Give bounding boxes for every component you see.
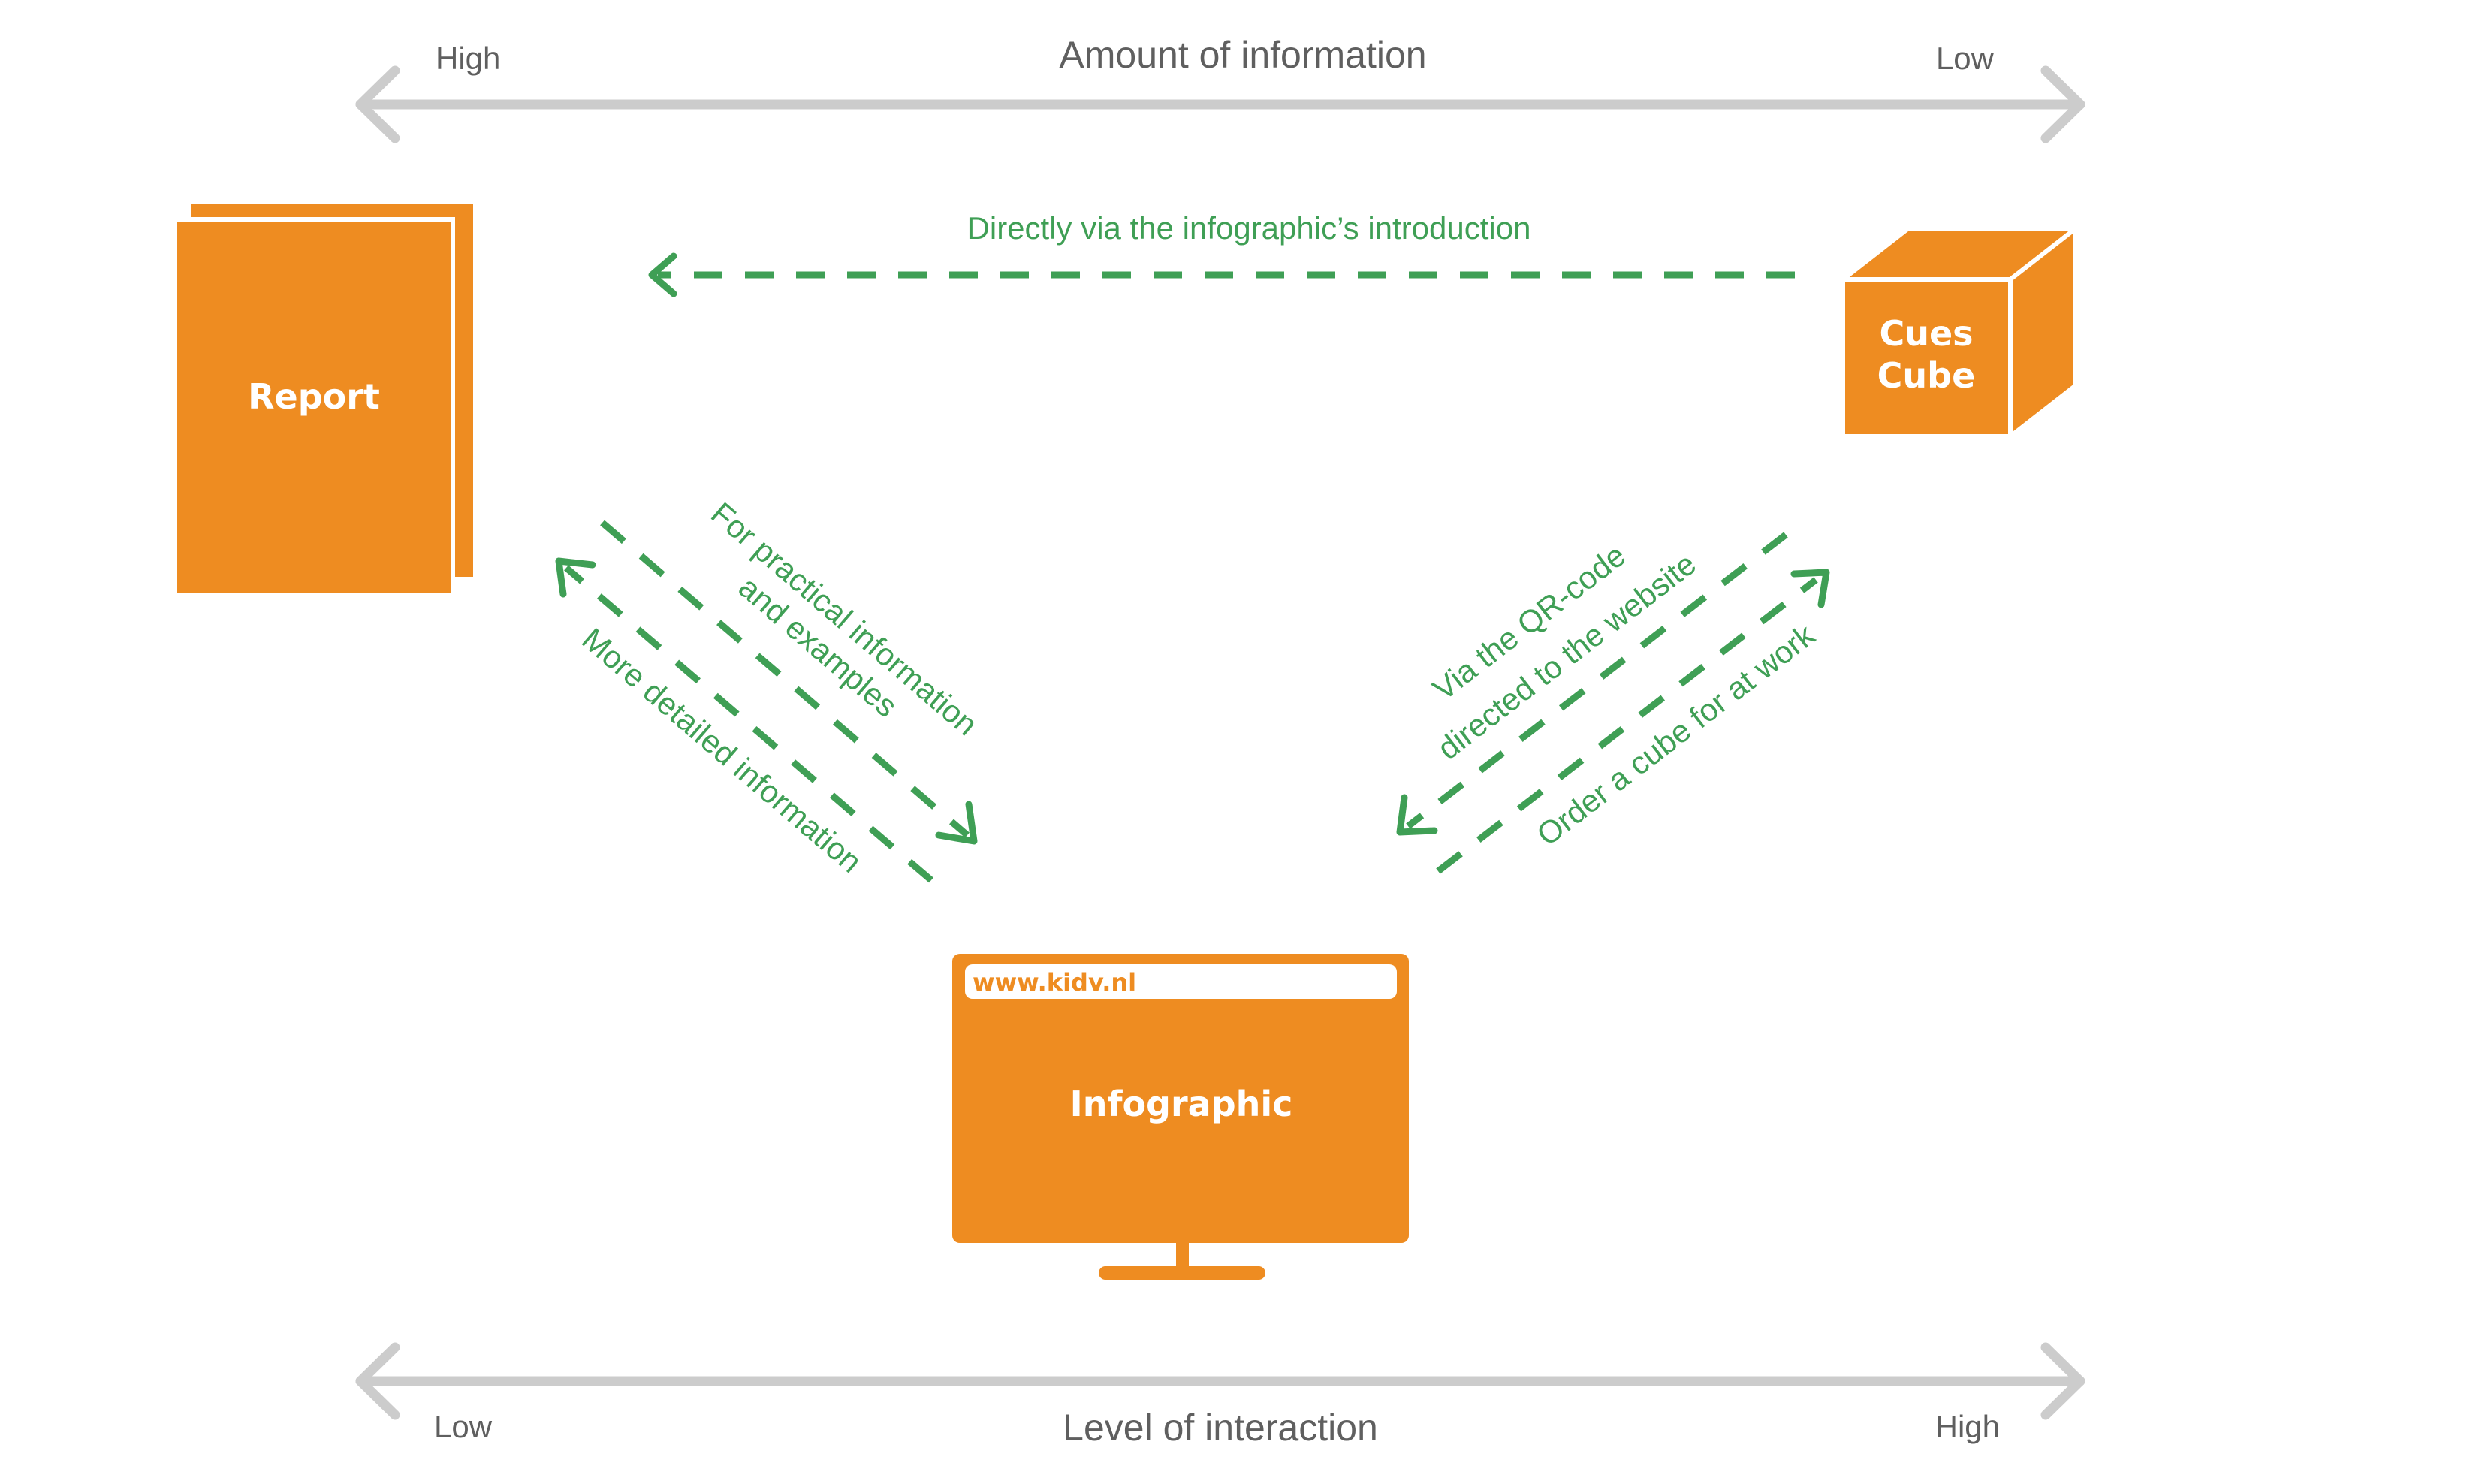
- bottom-axis-title: Level of interaction: [1063, 1407, 1378, 1449]
- cube-icon: [1841, 227, 2077, 439]
- flow-infographic-to-cube-line: [1436, 577, 1818, 874]
- flow-infographic-to-report-arrowhead: [555, 557, 596, 598]
- infographic-url: www.kidv.nl: [973, 968, 1136, 997]
- flow-cube-to-report-arrowhead: [648, 252, 677, 297]
- bottom-axis-left-arrowhead: [355, 1342, 400, 1420]
- url-bar: [965, 964, 1397, 999]
- cues-cube-node: Cues Cube: [1841, 227, 2077, 439]
- top-axis-right-end: Low: [1936, 41, 1995, 76]
- monitor-icon: [952, 954, 1409, 1280]
- report-label: Report: [248, 376, 380, 417]
- flow-report-to-infographic-arrowhead: [935, 801, 978, 845]
- infographic-node: www.kidv.nl Infographic: [952, 954, 1409, 1280]
- flow-infographic-to-report: More detailed information: [555, 557, 933, 883]
- bottom-axis-right-end: High: [1935, 1409, 2000, 1444]
- flow-cube-to-infographic-line: [1406, 532, 1788, 829]
- flow-cube-to-report: Directly via the infographic’s introduct…: [648, 210, 1795, 297]
- top-axis-right-arrowhead: [2040, 65, 2085, 143]
- infographic-label: Infographic: [1070, 1084, 1293, 1124]
- flow-infographic-to-report-line: [564, 565, 933, 883]
- bottom-axis-left-end: Low: [434, 1409, 493, 1444]
- flow-infographic-to-cube-arrowhead: [1790, 569, 1830, 608]
- top-axis: Amount of information High Low: [355, 34, 2085, 143]
- bottom-axis-right-arrowhead: [2040, 1342, 2085, 1420]
- flow-report-to-infographic-label-line1: For practical information: [704, 496, 985, 743]
- bottom-axis: Level of interaction Low High: [355, 1342, 2085, 1449]
- top-axis-title: Amount of information: [1059, 34, 1426, 76]
- document-stack-icon: [173, 204, 473, 597]
- report-node: Report: [173, 204, 473, 597]
- top-axis-left-end: High: [436, 41, 500, 76]
- cues-cube-label-line1: Cues: [1879, 313, 1973, 354]
- flow-cube-to-report-label: Directly via the infographic’s introduct…: [967, 210, 1531, 246]
- cues-cube-label-line2: Cube: [1877, 355, 1976, 396]
- top-axis-left-arrowhead: [355, 65, 400, 143]
- flow-cube-to-infographic-arrowhead: [1396, 794, 1438, 836]
